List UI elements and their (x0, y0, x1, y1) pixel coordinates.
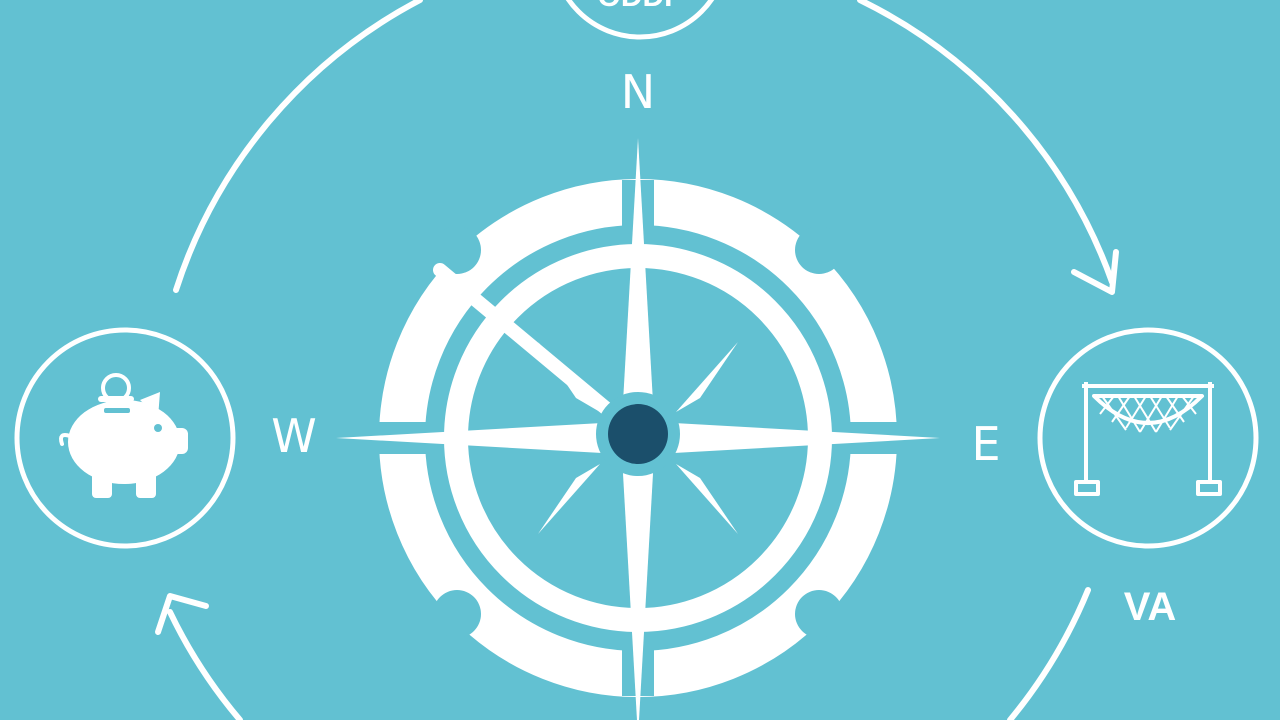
compass-intercardinal-points (538, 342, 738, 534)
right-node-label: VA (1124, 585, 1177, 629)
compass-star (336, 138, 940, 720)
arrowheads (155, 249, 1119, 635)
arc-top-left (173, 0, 423, 293)
top-node-circle (565, 0, 715, 40)
compass-east-label: E (971, 417, 1000, 471)
compass-needle (433, 263, 627, 427)
arrowhead-right-icon (1071, 249, 1119, 295)
right-node-circle (1037, 327, 1259, 549)
arrowhead-left-icon (155, 593, 209, 635)
safety-net-icon (1074, 382, 1222, 496)
arc-bottom-right (1007, 587, 1091, 720)
compass-north-label: N (621, 65, 655, 119)
cycle-arcs (167, 0, 1115, 720)
arc-top-right (857, 0, 1115, 285)
compass-west-label: W (271, 409, 316, 463)
left-node-circle (14, 327, 236, 549)
compass: N W E (271, 65, 1001, 720)
left-node (14, 327, 236, 549)
top-node: ODDF (565, 0, 715, 40)
ring-notches (433, 226, 843, 638)
right-node: VA (1037, 327, 1259, 629)
top-node-label: ODDF (598, 0, 683, 13)
arc-bottom-left (167, 609, 243, 720)
piggy-bank-icon (59, 373, 188, 498)
compass-center (608, 404, 668, 464)
